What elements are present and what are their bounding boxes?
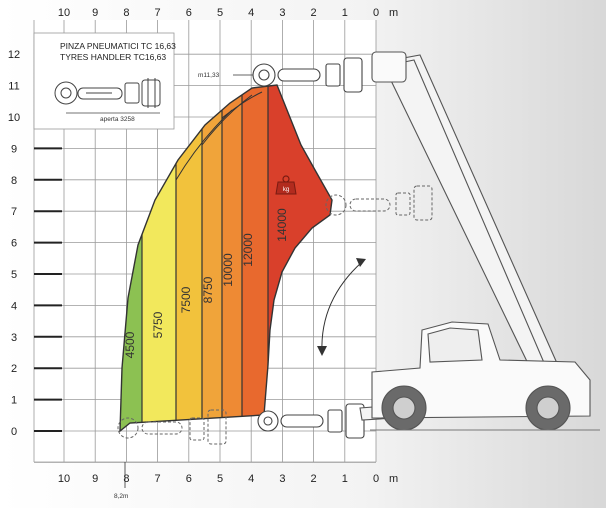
- x-tick-label: 4: [248, 7, 254, 19]
- x-tick-label: 9: [92, 7, 98, 19]
- x-tick-label: 10: [58, 473, 70, 485]
- zone-capacity-label: 8750: [201, 276, 215, 303]
- zone-capacity-label: 7500: [179, 286, 193, 313]
- zone-boundary-curve: [201, 94, 253, 146]
- x-tick-label: 4: [248, 473, 254, 485]
- x-tick-label: 8: [123, 473, 129, 485]
- zone-capacity-label: 12000: [241, 233, 255, 267]
- inset-title-line2: TYRES HANDLER TC16,63: [60, 52, 166, 62]
- y-tick-label: 8: [11, 175, 17, 187]
- unit-label-top: m: [389, 7, 398, 19]
- y-tick-label: 12: [8, 49, 20, 61]
- max-height-label: m11,33: [198, 72, 220, 79]
- y-tick-label: 7: [11, 206, 17, 218]
- x-tick-label: 1: [342, 473, 348, 485]
- inset-title-line1: PINZA PNEUMATICI TC 16,63: [60, 41, 176, 51]
- y-tick-label: 11: [8, 81, 19, 93]
- load-zone: [242, 85, 268, 431]
- x-tick-label: 8: [123, 7, 129, 19]
- telehandler-machine: [359, 51, 600, 431]
- x-tick-label: 3: [279, 473, 285, 485]
- x-tick-label: 6: [186, 7, 192, 19]
- y-tick-label: 0: [11, 426, 17, 438]
- opening-label: aperta 3258: [100, 116, 135, 123]
- y-tick-label: 6: [11, 238, 17, 250]
- x-tick-label: 5: [217, 7, 223, 19]
- arrow-head-bottom-icon: [317, 346, 327, 356]
- x-tick-label: 7: [155, 473, 161, 485]
- load-envelope-outline: [119, 84, 333, 433]
- x-tick-label: 6: [186, 473, 192, 485]
- x-tick-label: 9: [92, 473, 98, 485]
- zone-boundary-curve: [221, 91, 263, 119]
- x-tick-label: 5: [217, 473, 223, 485]
- load-zone: [222, 85, 242, 431]
- x-tick-label: 10: [58, 7, 70, 19]
- y-tick-label: 9: [11, 143, 17, 155]
- y-tick-label: 10: [8, 112, 20, 124]
- attachment-mid: [325, 185, 433, 221]
- attachment-lowest: [117, 409, 227, 445]
- zone-capacity-label: 10000: [221, 253, 235, 287]
- x-tick-label: 7: [155, 7, 161, 19]
- inset-panel: PINZA PNEUMATICI TC 16,63 TYRES HANDLER …: [33, 32, 176, 130]
- y-tick-label: 3: [11, 332, 17, 344]
- zone-capacity-label: 4500: [123, 331, 137, 358]
- zone-boundary-curve: [175, 109, 233, 181]
- weight-icon: kg: [275, 175, 297, 195]
- y-tick-label: 5: [11, 269, 17, 281]
- zone-labels: 4500 5750 7500 8750 10000 12000 14000: [123, 208, 289, 358]
- x-tick-label: 0: [373, 7, 379, 19]
- rotation-arc-arrow: [321, 261, 363, 353]
- zone-capacity-label: 5750: [151, 311, 165, 338]
- attachment-top: [252, 57, 363, 93]
- load-zone: [202, 85, 222, 431]
- attachment-bottom: [257, 403, 365, 439]
- svg-text:kg: kg: [283, 187, 289, 193]
- x-tick-label: 3: [279, 7, 285, 19]
- inset-tyre-handler-icon: [54, 78, 161, 108]
- y-tick-label: 2: [11, 363, 17, 375]
- arrow-head-top-icon: [356, 258, 366, 267]
- x-tick-label: 0: [373, 473, 379, 485]
- unit-label-bottom: m: [389, 473, 398, 485]
- x-tick-label: 2: [311, 473, 317, 485]
- y-tick-label: 1: [11, 395, 17, 407]
- x-tick-label: 1: [342, 7, 348, 19]
- x-tick-label: 2: [311, 7, 317, 19]
- zone-capacity-label: 14000: [275, 208, 289, 242]
- y-tick-label: 4: [11, 300, 17, 312]
- reach-below-label: 8,2m: [114, 493, 128, 500]
